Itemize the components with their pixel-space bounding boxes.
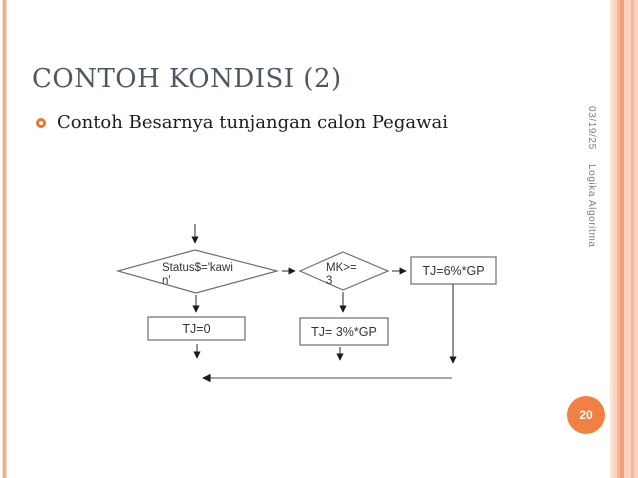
tj6-box-label: TJ=6%*GP — [422, 263, 485, 278]
mk-decision-line1: MK>= — [326, 262, 357, 274]
bullet-ring-icon — [36, 117, 46, 128]
bullet-text: Contoh Besarnya tunjangan calon Pegawai — [57, 112, 448, 133]
status-decision-line1: Status$='kawi — [162, 262, 233, 274]
mk-decision-diamond — [298, 251, 390, 291]
mk-decision-label: MK>= 3 — [326, 262, 376, 288]
bullet-item: Contoh Besarnya tunjangan calon Pegawai — [36, 112, 448, 133]
slide-title: CONTOH KONDISI (2) — [32, 64, 342, 94]
tj0-box-label: TJ=0 — [182, 321, 211, 336]
sidebar-course-label: Logika Algoritma — [586, 164, 597, 248]
mk-decision-line2: 3 — [326, 275, 333, 287]
tj3-process-box — [299, 317, 389, 346]
right-accent-stripe — [610, 0, 638, 478]
left-accent-stripe — [0, 0, 8, 478]
tj3-box-label: TJ= 3%*GP — [311, 324, 377, 339]
page-number: 20 — [579, 408, 593, 422]
status-decision-diamond — [115, 249, 280, 294]
sidebar-date: 03/19/25 — [586, 106, 597, 150]
page-number-badge: 20 — [567, 396, 605, 434]
status-decision-line2: n' — [162, 275, 171, 287]
status-decision-label: Status$='kawi n' — [162, 262, 252, 288]
tj6-process-box — [410, 256, 497, 285]
tj0-process-box — [147, 316, 246, 341]
